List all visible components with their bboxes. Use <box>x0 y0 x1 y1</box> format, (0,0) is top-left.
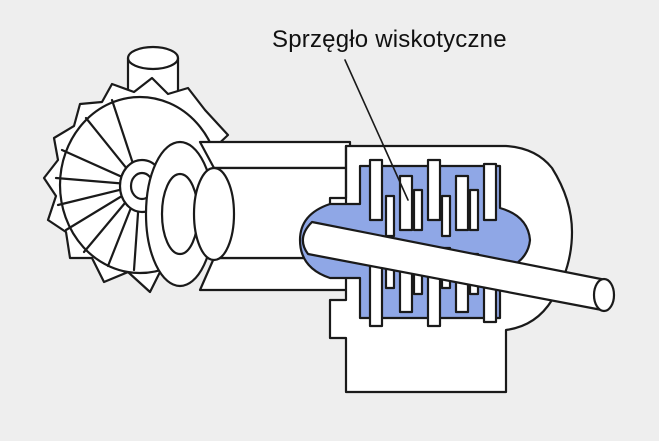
inner-shaft <box>301 220 616 313</box>
viscous-coupling-label: Sprzęgło wiskotyczne <box>272 26 507 53</box>
bevel-gear <box>144 140 216 288</box>
upper-plates <box>368 158 498 238</box>
callout-leader-line <box>344 59 409 201</box>
